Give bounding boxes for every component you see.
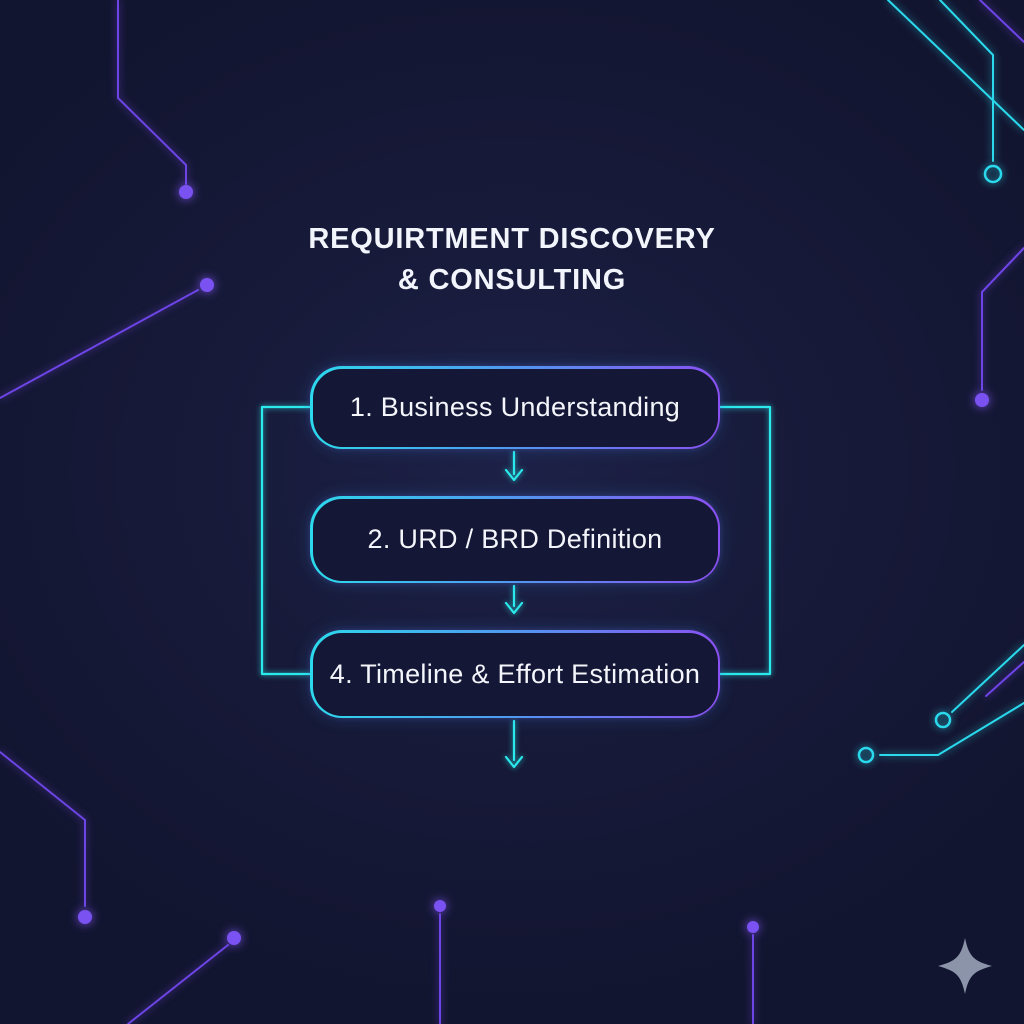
flow-connectors [260, 405, 772, 769]
flow-step-2: 2. URD / BRD Definition [310, 496, 720, 583]
flow-arrow-exit [504, 719, 524, 769]
circuit-decoration-right [975, 247, 1024, 407]
flow-arrow-1 [504, 450, 524, 482]
page-title-line-1: REQUIRTMENT DISCOVERY [308, 223, 716, 255]
circuit-decoration-top-left [0, 0, 214, 399]
flow-arrow-2 [504, 584, 524, 615]
loop-connector-left [260, 405, 312, 676]
flow-step-1: 1. Business Understanding [310, 366, 720, 449]
circuit-decoration-bottom-right [857, 644, 1024, 764]
loop-connector-right [718, 405, 772, 676]
flow-step-label: 1. Business Understanding [312, 368, 718, 447]
flow-step-label: 4. Timeline & Effort Estimation [312, 632, 718, 716]
page-title-line-2: & CONSULTING [397, 264, 627, 296]
circuit-decoration-bottom-center [434, 900, 759, 1024]
sparkle-icon [938, 938, 992, 994]
flow-step-3: 4. Timeline & Effort Estimation [310, 630, 720, 718]
page-title: REQUIRTMENT DISCOVERY & CONSULTING [0, 219, 1024, 301]
flow-step-label: 2. URD / BRD Definition [312, 498, 718, 581]
circuit-decoration-top-right [887, 0, 1024, 184]
circuit-decoration-bottom-left [0, 751, 241, 1024]
